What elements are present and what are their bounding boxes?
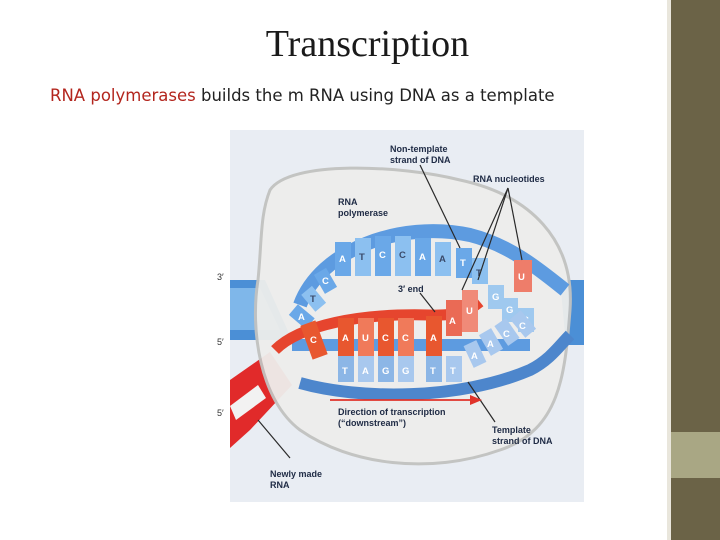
rna-base-2: A [342, 333, 349, 344]
label-template-2: strand of DNA [492, 436, 553, 446]
rna-base-3: U [362, 333, 369, 344]
label-rna-nucleotides: RNA nucleotides [473, 174, 545, 184]
label-3prime-end: 3′ end [398, 284, 424, 294]
left-top-base-1: C [322, 276, 329, 287]
rna-base-4: C [382, 333, 389, 344]
label-non-template-2: strand of DNA [390, 155, 451, 165]
prime-3-top: 3′ [217, 272, 224, 282]
elongation-diagram: A T C C A A C T A [230, 130, 584, 502]
slide-title: Transcription [0, 22, 720, 66]
right-top-base-4: G [506, 305, 513, 316]
template-base-4: G [402, 366, 409, 377]
template-base-1: T [342, 366, 348, 377]
top-base-1: A [339, 254, 346, 265]
label-newly-made-1: Newly made [270, 469, 322, 479]
left-top-base-3: A [298, 312, 305, 323]
right-top-base-3: G [492, 292, 499, 303]
template-base-6: T [450, 366, 456, 377]
top-base-2: T [359, 252, 365, 263]
prime-5-bottom: 5′ [217, 408, 224, 418]
top-base-6: A [439, 254, 446, 265]
right-template-base-4: C [519, 321, 526, 332]
top-base-4: C [399, 250, 406, 261]
right-top-base-1: T [460, 258, 466, 269]
prime-5-mid: 5′ [217, 337, 224, 347]
slide: Transcription RNA polymerases builds the… [0, 0, 667, 540]
subtitle-highlight: RNA polymerases [50, 86, 196, 105]
template-base-5: T [430, 366, 436, 377]
incoming-base-1: A [449, 316, 456, 327]
transcription-figure: A T C C A A C T A [230, 130, 584, 502]
right-template-base-1: A [471, 351, 478, 362]
incoming-base-3: U [518, 272, 525, 283]
label-direction-1: Direction of transcription [338, 407, 446, 417]
right-template-base-3: C [503, 329, 510, 340]
label-template-1: Template [492, 425, 531, 435]
rna-base-1: C [310, 335, 317, 346]
incoming-base-2: U [466, 306, 473, 317]
rna-base-6: A [430, 333, 437, 344]
subtitle-rest: builds the m RNA using DNA as a template [196, 86, 555, 105]
template-base-2: A [362, 366, 369, 377]
label-non-template-1: Non-template [390, 144, 448, 154]
template-base-3: G [382, 366, 389, 377]
top-base-5: A [419, 252, 426, 263]
label-rna-pol-2: polymerase [338, 208, 388, 218]
left-top-base-2: T [310, 294, 316, 305]
rna-base-5: C [402, 333, 409, 344]
slide-subtitle: RNA polymerases builds the m RNA using D… [50, 86, 555, 105]
right-template-base-2: A [487, 339, 494, 350]
label-rna-pol-1: RNA [338, 197, 358, 207]
side-bar-accent [671, 432, 720, 478]
label-newly-made-2: RNA [270, 480, 290, 490]
label-direction-2: (“downstream”) [338, 418, 406, 428]
top-base-3: C [379, 250, 386, 261]
